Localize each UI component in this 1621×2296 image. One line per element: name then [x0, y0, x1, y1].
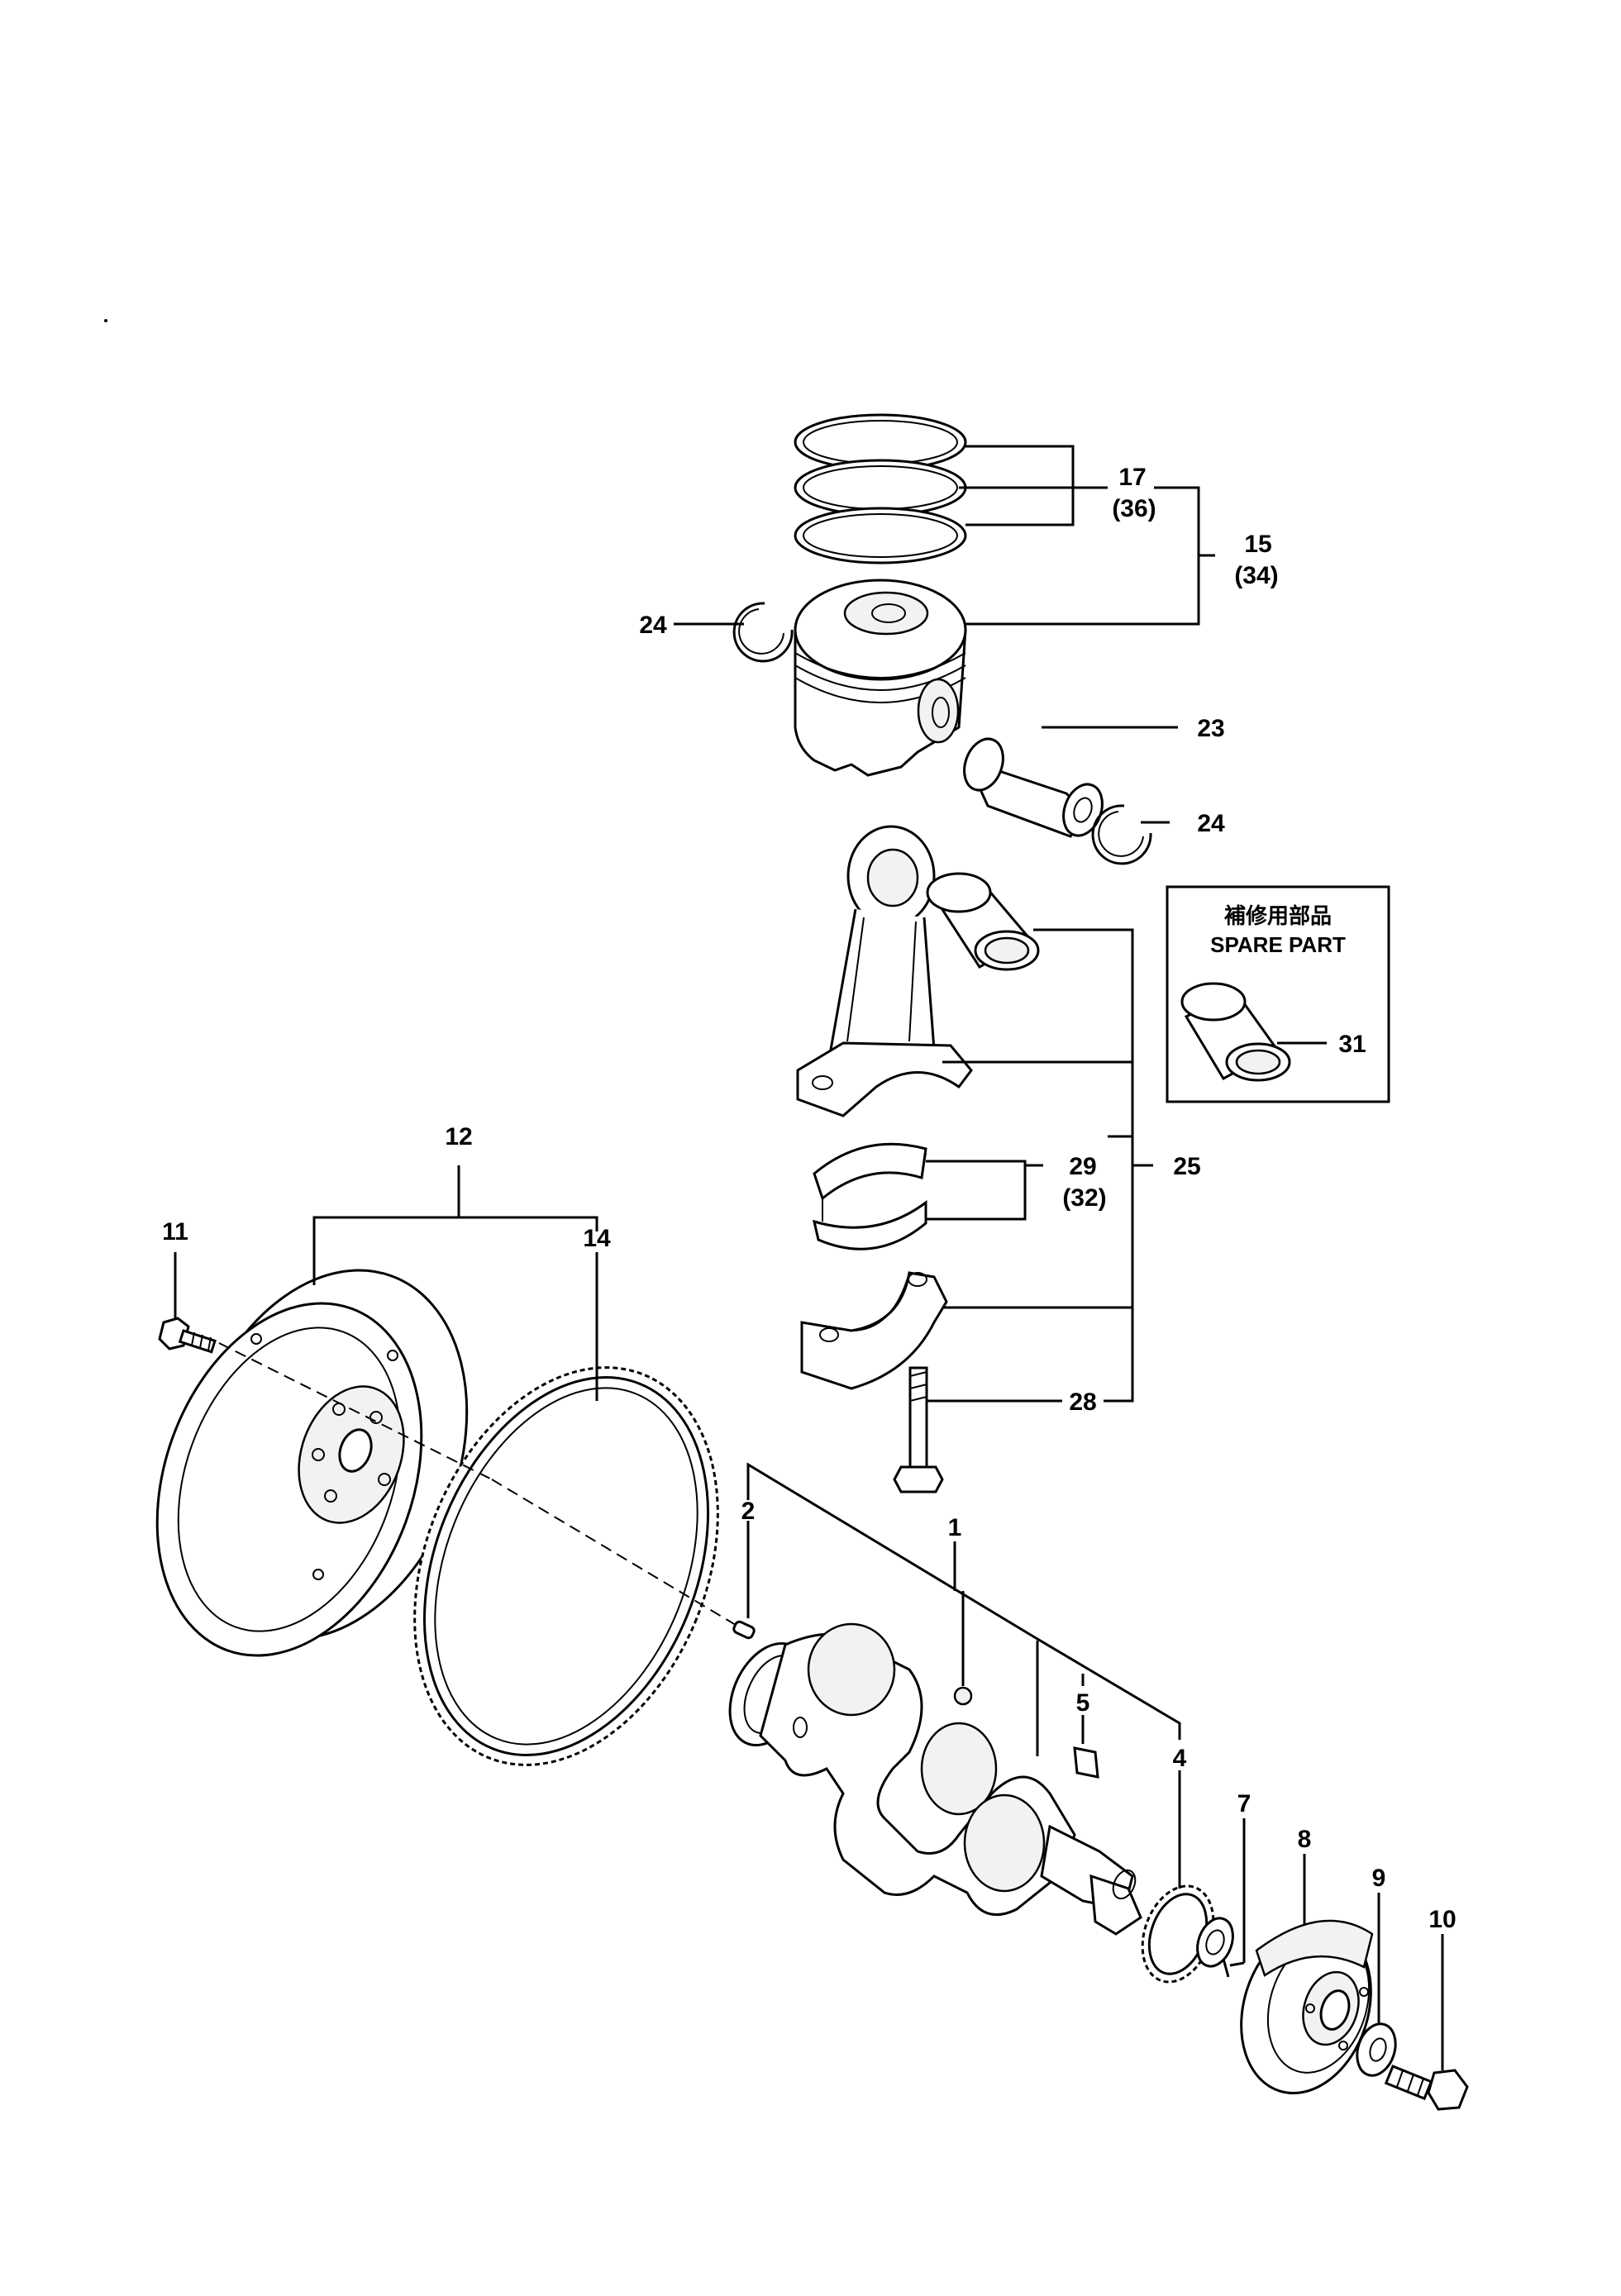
label-part-1: 1 — [948, 1514, 962, 1541]
crank-pulley-drawing — [1240, 1919, 1374, 2095]
connecting-rod-drawing — [796, 825, 973, 1117]
label-part-4: 4 — [1173, 1745, 1187, 1772]
crank-gear-drawing — [1141, 1884, 1234, 1984]
flywheel-bolt-drawing — [158, 1317, 217, 1354]
spring-pin-drawing — [1222, 1958, 1230, 1978]
label-part-15-alt: (34) — [1234, 562, 1278, 589]
label-part-17: 17 — [1118, 464, 1146, 491]
big-end-cap-drawing — [800, 1271, 948, 1390]
pulley-bolt-drawing — [1384, 2065, 1469, 2111]
label-part-2: 2 — [741, 1498, 756, 1525]
label-part-8: 8 — [1298, 1826, 1312, 1853]
label-part-15: 15 — [1244, 531, 1271, 558]
circlip-left-drawing — [732, 602, 794, 663]
label-part-17-alt: (36) — [1112, 495, 1156, 522]
bolt-center-line — [218, 1342, 493, 1480]
spare-part-title-jp: 補修用部品 — [1223, 903, 1332, 928]
rod-bolt-drawing — [893, 1366, 944, 1493]
label-part-31: 31 — [1338, 1031, 1366, 1058]
label-part-11: 11 — [162, 1218, 188, 1246]
label-part-29: 29 — [1069, 1153, 1096, 1180]
callout-labels: 17 (36) 15 (34) 24 23 24 31 25 29 (32) 2… — [162, 464, 1457, 1933]
bearing-shell-lower-drawing — [812, 1200, 927, 1250]
spare-part-box: 補修用部品 SPARE PART — [1166, 885, 1390, 1103]
dowel-pin-drawing — [732, 1620, 756, 1640]
ring-gear-drawing — [413, 1366, 719, 1766]
label-part-25: 25 — [1173, 1153, 1200, 1180]
label-part-9: 9 — [1372, 1865, 1386, 1892]
bearing-shell-upper-drawing — [813, 1142, 927, 1222]
label-part-14: 14 — [583, 1225, 611, 1252]
piston-rings-drawing — [794, 413, 967, 564]
washer-drawing — [1356, 2022, 1397, 2077]
crank-center-line — [491, 1479, 749, 1633]
small-end-bushing-drawing — [926, 872, 1040, 971]
label-part-5: 5 — [1076, 1689, 1090, 1717]
piston-pin-drawing — [963, 737, 1104, 838]
spare-part-title-en: SPARE PART — [1210, 932, 1346, 957]
label-part-28: 28 — [1069, 1389, 1096, 1416]
steel-ball-drawing — [953, 1686, 973, 1706]
label-part-29-alt: (32) — [1062, 1184, 1106, 1212]
label-part-10: 10 — [1428, 1906, 1456, 1933]
label-part-23: 23 — [1197, 715, 1224, 742]
label-part-12: 12 — [445, 1123, 472, 1150]
label-part-24-left: 24 — [639, 612, 667, 639]
circlip-right-drawing — [1091, 804, 1152, 865]
piston-drawing — [794, 579, 967, 777]
stray-dot — [104, 319, 107, 322]
label-part-24-right: 24 — [1197, 810, 1225, 837]
label-part-7: 7 — [1237, 1790, 1252, 1817]
leader-lines — [174, 445, 1444, 2070]
crankshaft-drawing — [728, 1622, 1142, 1936]
key-drawing — [1073, 1746, 1099, 1779]
